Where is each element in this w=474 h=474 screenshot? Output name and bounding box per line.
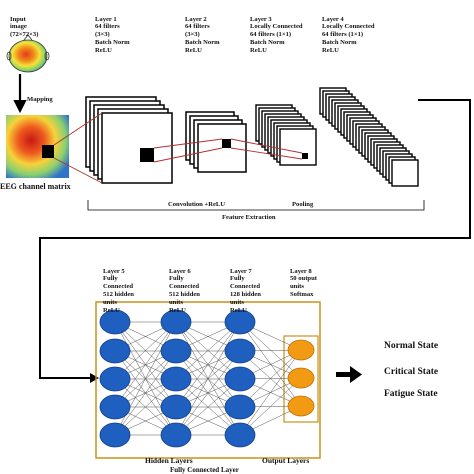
connection-line [239,321,302,379]
hidden-node [224,366,256,392]
state-critical: Critical State [384,367,439,377]
hidden-node [99,338,131,364]
hidden-node [99,366,131,392]
connection-line [114,378,177,436]
hidden-node [160,309,192,335]
hidden-node [224,338,256,364]
connection-line [175,378,241,436]
hidden-node [224,309,256,335]
hidden-node [160,366,192,392]
output-node [287,367,315,389]
connection-line [175,321,241,408]
connection-line [239,377,302,436]
output-layer-frame [283,335,319,423]
eeg-caption: EEG channel matrix [0,182,71,191]
head-topomap-image [6,34,50,73]
hidden-node [99,309,131,335]
state-fatigue: Fatigue State [384,389,438,399]
connection-line [239,349,302,408]
eeg-matrix-image [6,115,69,178]
conv-block-4 [319,87,419,187]
pooling-label: Pooling [292,201,314,208]
connection-line [175,321,241,436]
hidden-layers-label: Hidden Layers [145,456,193,465]
fully-connected-frame [95,301,321,459]
hidden-node [224,394,256,420]
output-node [287,395,315,417]
flow-arrow [39,99,471,379]
network-connections [114,321,302,436]
hidden-node [160,338,192,364]
connection-line [239,349,302,436]
hidden-node [224,422,256,448]
network-nodes [99,309,315,448]
feature-extraction-label: Feature Extraction [222,214,276,221]
conv-block-3 [255,104,317,166]
connection-line [114,350,177,436]
conv-block-2 [185,111,247,173]
flow-arrow-head [90,373,99,383]
hidden-node [99,422,131,448]
conv-relu-label: Convolution +ReLU [168,201,226,208]
feature-extraction-bracket [87,200,425,211]
hidden-node [160,394,192,420]
hidden-node [160,422,192,448]
connection-line [114,321,177,408]
receptive-field-lines [53,112,303,184]
output-layers-label: Output Layers [262,456,310,465]
output-node [287,339,315,361]
conv-block-1 [85,96,173,184]
hidden-node [99,394,131,420]
state-normal: Normal State [384,341,439,351]
connection-line [114,321,177,380]
mapping-label: Mapping [27,96,53,103]
connection-line [175,321,241,380]
fully-connected-label: Fully Connected Layer [170,466,239,474]
connection-line [175,350,241,436]
result-arrow [336,366,362,383]
connection-line [239,321,302,407]
